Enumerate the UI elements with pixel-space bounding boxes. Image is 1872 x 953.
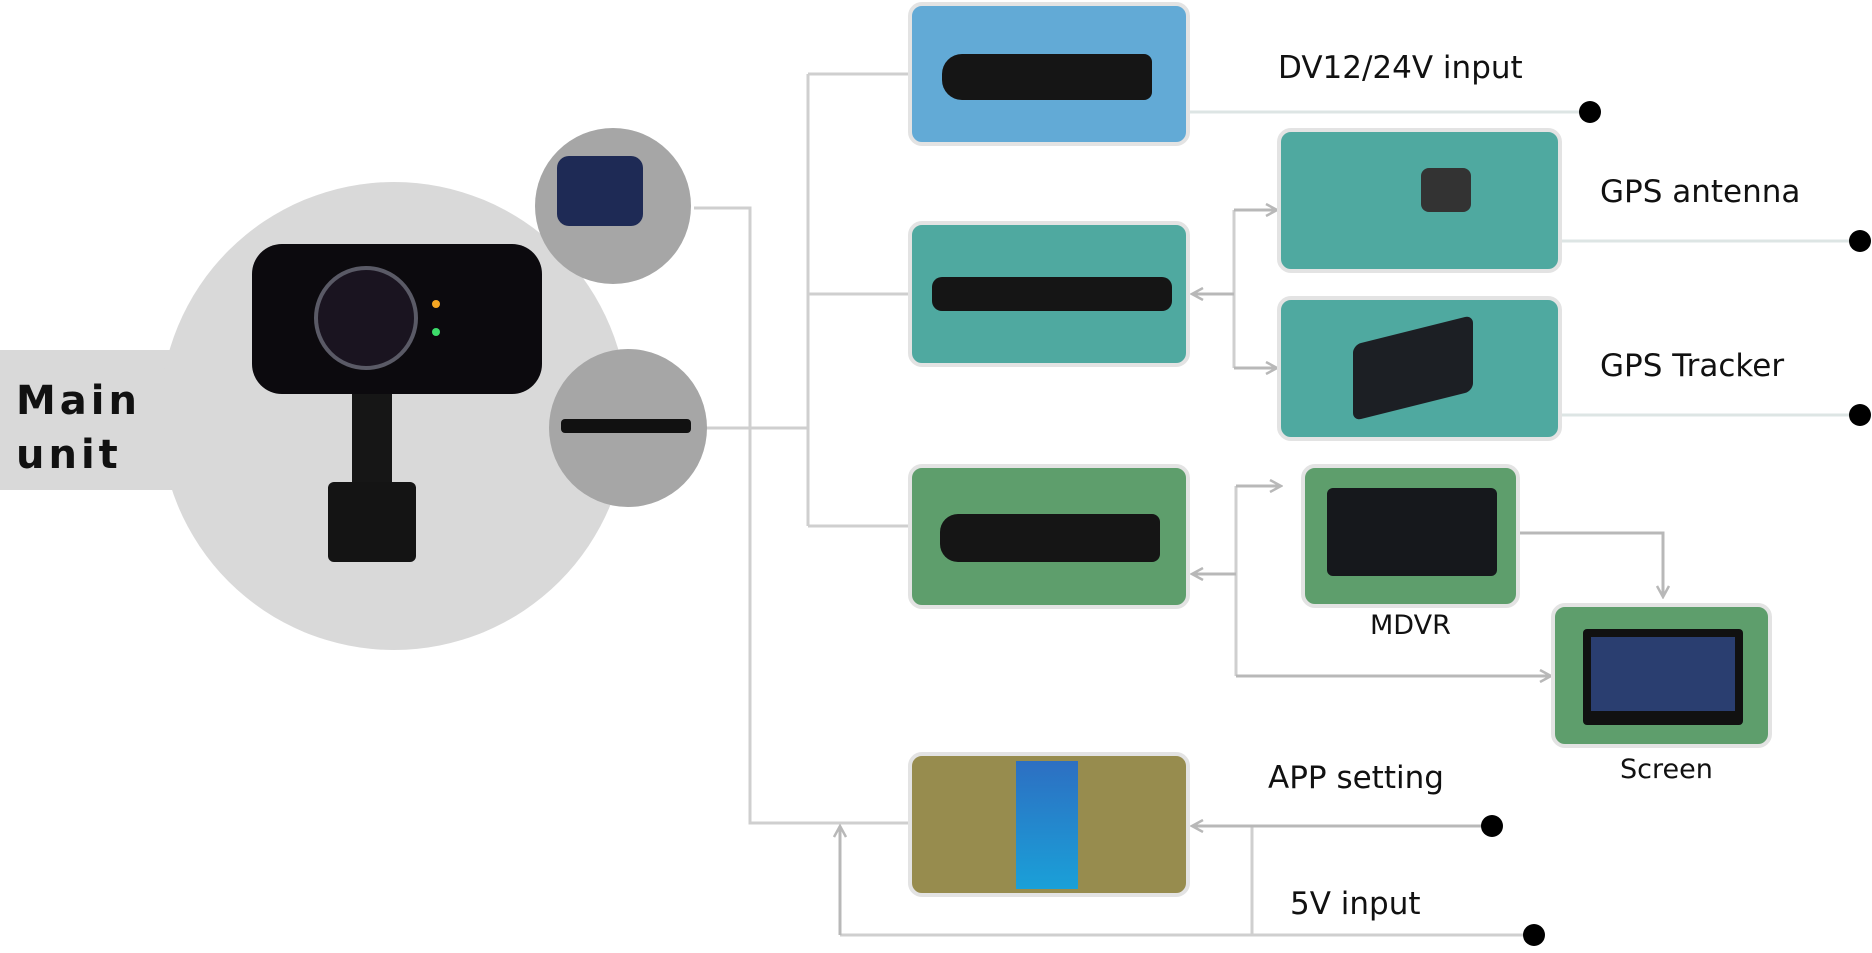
dc-input-label: DV12/24V input	[1278, 50, 1523, 86]
gps-tracker-box	[1277, 296, 1562, 441]
aviation-connector-image	[940, 514, 1160, 562]
main-unit-label: Main unit	[0, 350, 174, 490]
app-setting-label: APP setting	[1268, 760, 1444, 796]
camera-body	[252, 244, 542, 394]
gps-antenna-box	[1277, 128, 1562, 273]
cigarette-plug-image	[942, 54, 1152, 100]
gps-antenna-label: GPS antenna	[1600, 174, 1801, 210]
usb-input-label: 5V input	[1290, 886, 1421, 922]
camera-lens	[314, 266, 418, 370]
dc-input-endpoint	[1579, 101, 1601, 123]
app-phone-box	[908, 752, 1190, 897]
camera-side-view-circle	[535, 128, 691, 284]
main-unit-line1: Main	[16, 378, 141, 424]
app-setting-endpoint	[1481, 815, 1503, 837]
gps-antenna-endpoint	[1849, 230, 1871, 252]
usb-input-endpoint	[1523, 924, 1545, 946]
phone-image	[1016, 761, 1078, 889]
gps-antenna-image	[1421, 168, 1471, 212]
screen-label: Screen	[1620, 754, 1713, 785]
aviation-connector-box	[908, 464, 1190, 609]
screen-box	[1551, 603, 1772, 748]
main-unit-line2: unit	[16, 432, 122, 478]
mdvr-image	[1327, 488, 1497, 576]
led-orange	[432, 300, 440, 308]
camera-mount-arm	[352, 394, 392, 484]
gps-connector-box	[908, 221, 1190, 367]
camera-mount-base	[328, 482, 416, 562]
cigarette-lighter-box	[908, 2, 1190, 146]
mdvr-box	[1301, 464, 1520, 608]
monitor-display	[1591, 637, 1735, 711]
gps-tracker-label: GPS Tracker	[1600, 348, 1785, 384]
camera-side-image	[557, 156, 643, 226]
cable-splitter-image	[561, 419, 691, 433]
gps-tracker-image	[1353, 315, 1473, 421]
cable-splitter-circle	[549, 349, 707, 507]
gps-connector-image	[932, 277, 1172, 311]
gps-tracker-endpoint	[1849, 404, 1871, 426]
mdvr-label: MDVR	[1370, 610, 1451, 641]
monitor-image	[1583, 629, 1743, 725]
led-green	[432, 328, 440, 336]
